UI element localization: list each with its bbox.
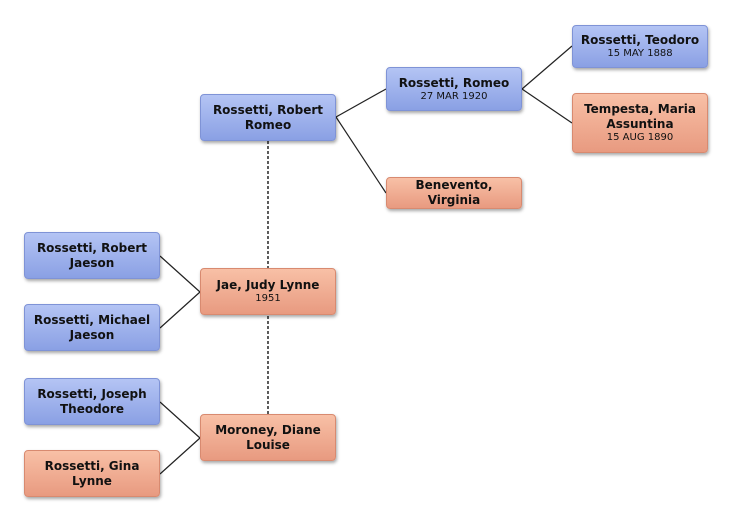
person-date: 15 MAY 1888 bbox=[607, 48, 673, 59]
person-name: Benevento, Virginia bbox=[415, 178, 493, 207]
person-virginia[interactable]: Benevento, Virginia bbox=[386, 177, 522, 209]
connector-diane-to-gina bbox=[159, 437, 201, 475]
person-diane[interactable]: Moroney, Diane Louise bbox=[200, 414, 336, 461]
person-robert-jaeson[interactable]: Rossetti, Robert Jaeson bbox=[24, 232, 160, 279]
person-name: Rossetti, Gina Lynne bbox=[44, 458, 140, 488]
connector-diane-to-joseph bbox=[159, 401, 201, 439]
connector-robert-romeo-to-virginia bbox=[335, 116, 387, 194]
connector-judy-to-michael-jaeson bbox=[159, 291, 201, 329]
person-name: Rossetti, Robert Jaeson bbox=[36, 240, 148, 270]
connector-romeo-to-maria bbox=[521, 88, 573, 124]
connector-romeo-to-teodoro bbox=[521, 45, 573, 90]
person-teodoro[interactable]: Rossetti, Teodoro 15 MAY 1888 bbox=[572, 25, 708, 68]
connector-robert-romeo-to-romeo bbox=[335, 88, 387, 118]
person-judy[interactable]: Jae, Judy Lynne 1951 bbox=[200, 268, 336, 315]
person-name: Rossetti, Teodoro bbox=[580, 33, 700, 47]
person-date: 1951 bbox=[255, 293, 281, 304]
person-gina[interactable]: Rossetti, Gina Lynne bbox=[24, 450, 160, 497]
person-maria[interactable]: Tempesta, Maria Assuntina 15 AUG 1890 bbox=[572, 93, 708, 153]
connector-judy-to-robert-jaeson bbox=[159, 255, 201, 293]
person-name: Jae, Judy Lynne bbox=[216, 278, 320, 292]
person-robert-romeo[interactable]: Rossetti, Robert Romeo bbox=[200, 94, 336, 141]
person-michael-jaeson[interactable]: Rossetti, Michael Jaeson bbox=[24, 304, 160, 351]
person-name: Rossetti, Romeo bbox=[398, 75, 510, 90]
person-joseph[interactable]: Rossetti, Joseph Theodore bbox=[24, 378, 160, 425]
person-romeo[interactable]: Rossetti, Romeo 27 MAR 1920 bbox=[386, 67, 522, 111]
person-date: 15 AUG 1890 bbox=[606, 132, 674, 143]
person-name: Moroney, Diane Louise bbox=[215, 422, 321, 452]
person-name: Rossetti, Joseph Theodore bbox=[37, 386, 147, 416]
person-name: Rossetti, Michael Jaeson bbox=[33, 312, 151, 342]
person-name: Rossetti, Robert Romeo bbox=[212, 102, 324, 132]
person-name: Tempesta, Maria Assuntina bbox=[584, 102, 696, 131]
person-date: 27 MAR 1920 bbox=[420, 90, 488, 102]
